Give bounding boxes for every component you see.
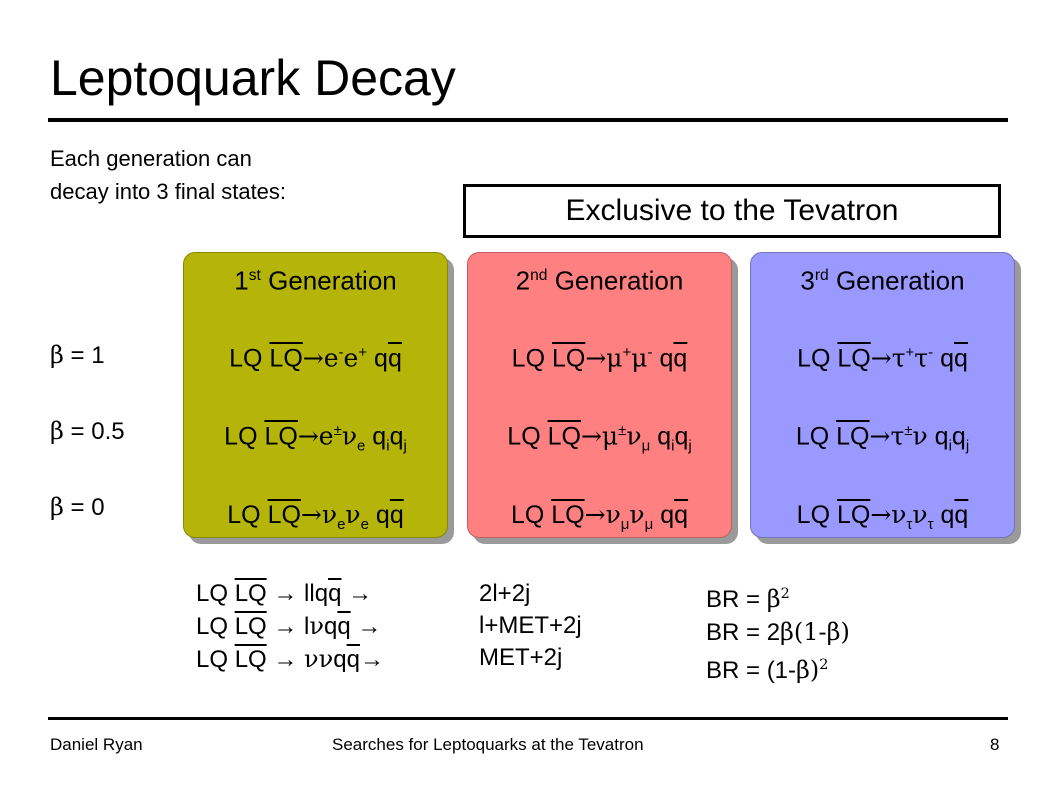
final-state: l+MET+2j <box>479 612 582 639</box>
card-heading: 2nd Generation <box>515 265 684 296</box>
generation-card-2: 2nd Generation LQ LQ→μ+μ- qq LQ LQ→μ±νμ … <box>467 252 732 538</box>
exclusive-box: Exclusive to the Tevatron <box>463 184 1001 238</box>
beta-label-0: β = 0 <box>50 493 105 521</box>
card-heading: 3rd Generation <box>800 265 965 296</box>
intro-line-1: Each generation can <box>50 146 252 171</box>
decay-row-beta-half: LQ LQ→e±νe qiqj <box>224 421 407 455</box>
beta-label-1: β = 1 <box>50 341 105 369</box>
intro-text: Each generation can decay into 3 final s… <box>50 142 286 208</box>
final-state: MET+2j <box>479 644 563 671</box>
decay-row-beta-1: LQ LQ→μ+μ- qq <box>511 343 688 373</box>
footer-talk-title: Searches for Leptoquarks at the Tevatron <box>332 735 644 754</box>
card-heading: 1st Generation <box>234 265 397 296</box>
branching-ratio: BR = β2 <box>706 585 790 613</box>
decay-row-beta-0: LQ LQ→νeνe qq <box>227 500 404 533</box>
branching-ratio: BR = 2β(1-β) <box>706 618 850 646</box>
decay-chain-row: LQ LQ → lνqq → <box>196 612 382 640</box>
generation-card-1: 1st Generation LQ LQ→e-e+ qq LQ LQ→e±νe … <box>183 252 448 538</box>
branching-ratio-column: BR = β2 BR = 2β(1-β) BR = (1-β)2 <box>706 578 850 687</box>
beta-label-half: β = 0.5 <box>50 417 125 445</box>
final-state: 2l+2j <box>479 580 531 607</box>
footer-divider <box>48 717 1008 720</box>
footer-author: Daniel Ryan <box>50 735 143 754</box>
decay-chain-row: LQ LQ → llqq → <box>196 580 373 607</box>
decay-row-beta-1: LQ LQ→e-e+ qq <box>229 343 402 373</box>
decay-chain-row: LQ LQ → ννqq→ <box>196 645 384 673</box>
intro-line-2: decay into 3 final states: <box>50 179 287 204</box>
decay-row-beta-0: LQ LQ→ντντ qq <box>796 500 969 533</box>
decay-row-beta-1: LQ LQ→τ+τ- qq <box>797 343 968 373</box>
decay-row-beta-half: LQ LQ→μ±νμ qiqj <box>507 421 692 455</box>
page-number: 8 <box>990 735 1000 754</box>
decay-chain-column: LQ LQ → llqq → LQ LQ → lνqq → LQ LQ → νν… <box>196 578 384 676</box>
generation-card-3: 3rd Generation LQ LQ→τ+τ- qq LQ LQ→τ±ν q… <box>750 252 1015 538</box>
title-divider <box>48 118 1008 122</box>
decay-row-beta-0: LQ LQ→νμνμ qq <box>510 500 689 533</box>
page-title: Leptoquark Decay <box>50 50 456 106</box>
branching-ratio: BR = (1-β)2 <box>706 656 829 684</box>
final-state-column: 2l+2j l+MET+2j MET+2j <box>479 578 582 674</box>
decay-row-beta-half: LQ LQ→τ±ν qiqj <box>795 421 970 455</box>
